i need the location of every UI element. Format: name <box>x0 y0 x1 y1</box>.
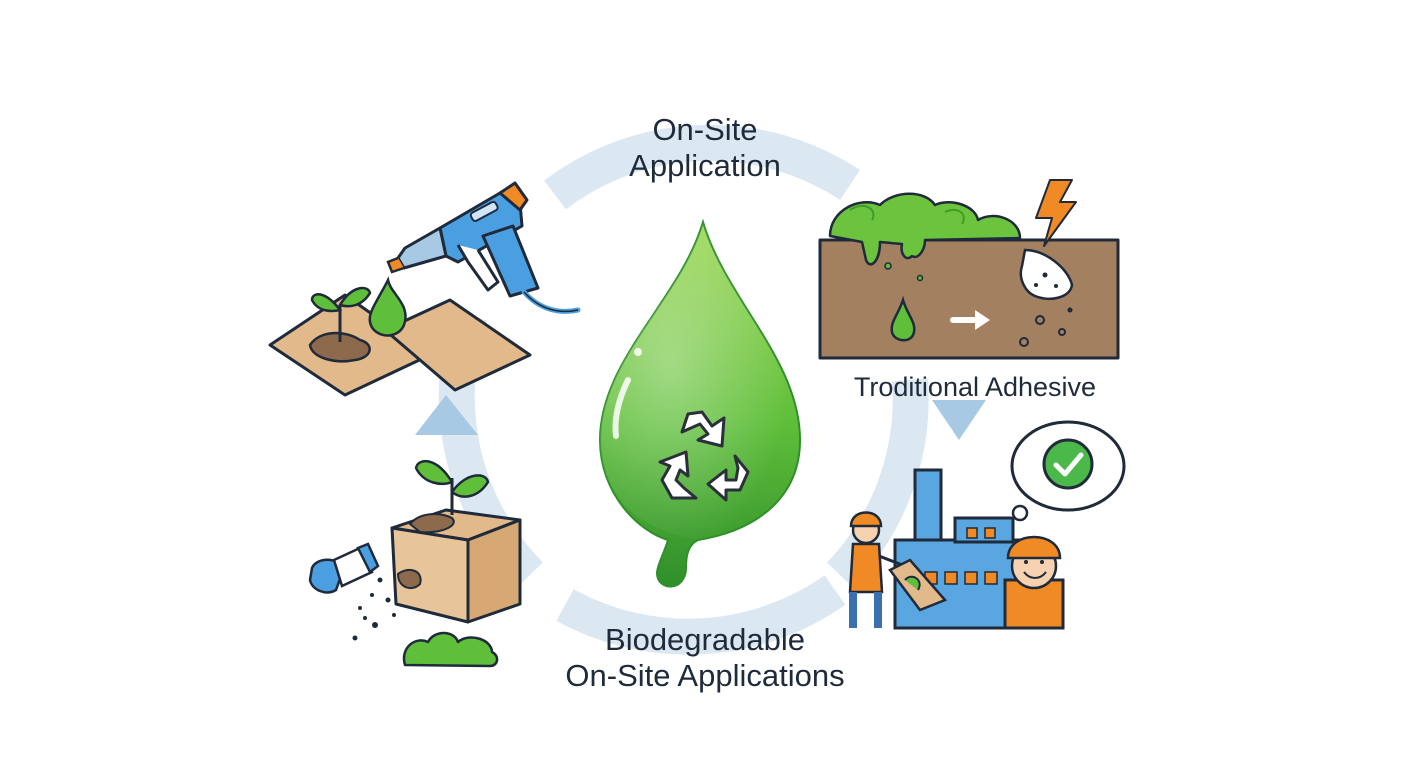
label-biodegradable-applications: Biodegradable On-Site Applications <box>520 622 890 693</box>
bush-icon <box>402 631 499 668</box>
arrow-right-icon <box>950 310 990 330</box>
green-ooze <box>828 192 1022 266</box>
seedling-icon <box>414 459 490 515</box>
worker-icon <box>848 511 948 628</box>
cardboard-box-icon <box>390 508 522 624</box>
label-line: Application <box>629 147 781 183</box>
ring-segment-bottom <box>556 575 846 655</box>
spray-particles <box>352 577 396 641</box>
glue-gun-icon <box>386 181 581 314</box>
cycle-arrow-right <box>932 400 986 440</box>
cycle-arrow-left <box>415 395 478 435</box>
seedling-icon <box>310 286 372 342</box>
soil-patch <box>308 331 371 363</box>
checkmark-icon <box>1042 438 1094 490</box>
label-line: On-Site Applications <box>565 657 845 693</box>
cardboard-sheet-2 <box>383 298 532 392</box>
traditional-adhesive-illustration <box>818 179 1120 360</box>
label-line: On-Site <box>652 112 758 147</box>
label-traditional-adhesive: Troditional Adhesive <box>853 372 1097 402</box>
spray-bottle-icon <box>308 542 380 594</box>
worker-icon <box>1003 535 1065 630</box>
glue-drop <box>368 276 407 337</box>
lightning-icon <box>1035 179 1077 247</box>
on-site-application-illustration <box>268 181 581 397</box>
central-drop <box>598 218 802 588</box>
recycle-icon <box>658 410 750 502</box>
ring-segment-top <box>544 124 860 210</box>
thought-bubble-icon <box>999 420 1126 532</box>
factory-worker-illustration <box>848 420 1126 630</box>
biodegradable-illustration <box>308 459 522 668</box>
label-line: Biodegradable <box>605 622 805 657</box>
label-on-site-application: On-Site Application <box>560 112 850 183</box>
green-drip-drop <box>890 295 916 342</box>
